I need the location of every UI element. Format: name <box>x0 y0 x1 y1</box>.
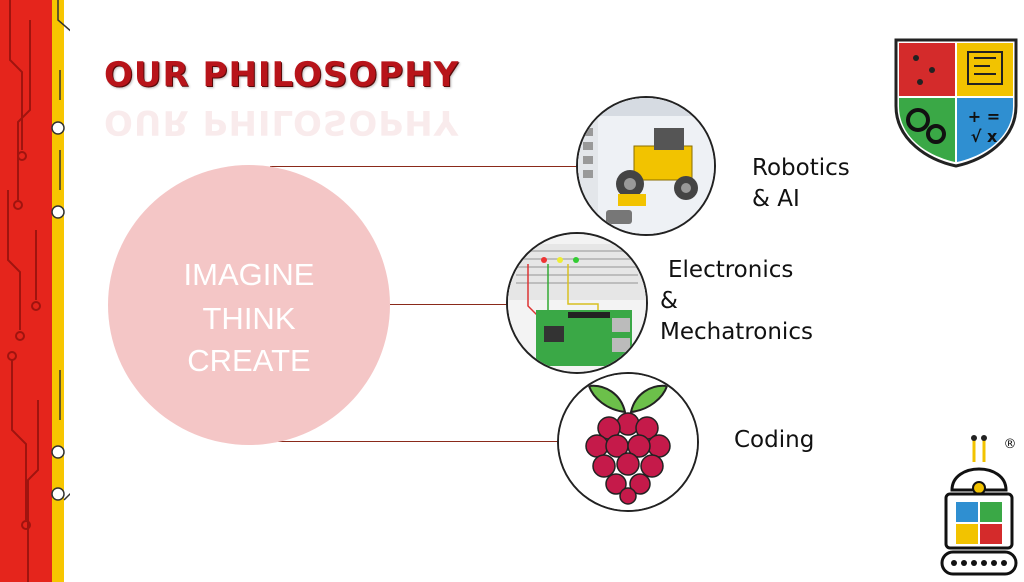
topic-label-electronics-line2: & <box>660 288 678 314</box>
topic-label-electronics: Electronics & Mechatronics <box>660 255 813 348</box>
robotics-thumbnail <box>576 96 716 236</box>
circle-word-think: THINK <box>202 301 296 336</box>
electronics-thumbnail <box>506 232 648 374</box>
topic-label-robotics-line2: & AI <box>752 186 800 212</box>
connector-line-coding <box>278 441 561 442</box>
topic-label-robotics: Robotics & AI <box>752 153 850 215</box>
circle-word-create: CREATE <box>187 343 311 378</box>
philosophy-circle: IMAGINE THINK CREATE <box>108 165 390 445</box>
robot-mascot-logo: ® <box>940 435 1018 576</box>
raspberry-pi-logo-icon <box>559 374 697 510</box>
circle-word-imagine: IMAGINE <box>183 257 315 292</box>
connector-line-robotics <box>270 166 582 167</box>
title-reflection: OUR PHILOSOPHY <box>104 102 460 142</box>
topic-label-coding-line1: Coding <box>734 427 815 453</box>
raspberry-pi-breadboard-icon <box>508 234 646 372</box>
page-title: OUR PHILOSOPHY <box>104 55 460 95</box>
registered-mark: ® <box>1004 437 1017 452</box>
circuit-strip-decoration <box>0 0 70 582</box>
crest-symbols-bottom: √ x <box>971 127 998 146</box>
topic-label-electronics-line1: Electronics <box>668 257 794 283</box>
coding-thumbnail <box>557 372 699 512</box>
connector-line-electronics <box>390 304 508 305</box>
robot-kit-icon <box>578 98 714 234</box>
crest-symbols-top: + = <box>968 107 1000 126</box>
topic-label-coding: Coding <box>734 425 814 456</box>
topic-label-robotics-line1: Robotics <box>752 155 850 181</box>
topic-label-electronics-line3: Mechatronics <box>660 319 813 345</box>
school-crest-logo: + = √ x <box>894 38 1018 168</box>
